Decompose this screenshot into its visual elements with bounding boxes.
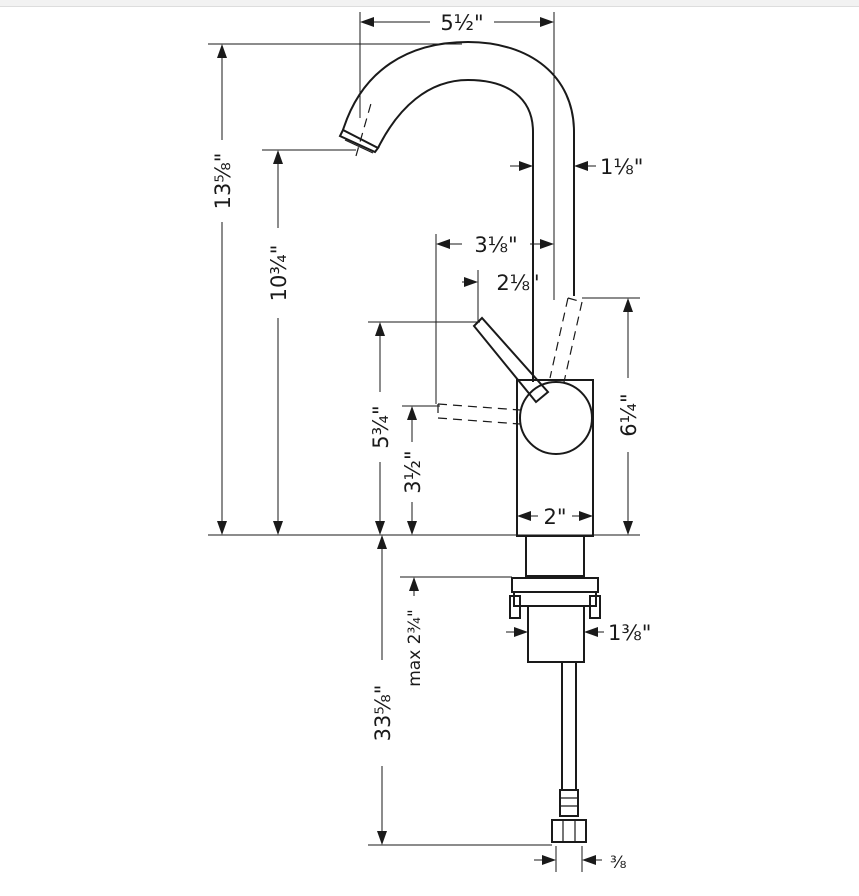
label-connection: ⅜ xyxy=(610,853,626,873)
label-shank-diameter: 1⅜" xyxy=(608,621,651,645)
label-supply-length: 33⅝" xyxy=(371,685,395,742)
label-total-height: 13⅝" xyxy=(211,153,235,210)
label-body-height: 6¼" xyxy=(617,393,641,436)
aerator xyxy=(338,128,380,154)
window-top-edge xyxy=(0,0,859,7)
hose-nut xyxy=(551,819,587,843)
label-handle-reach: 3⅛" xyxy=(474,233,517,257)
dimension-labels: 5½" 13⅝" 10¾" 1⅛" 3⅛" 2⅛" 5¾" 3½" 6¼" 2"… xyxy=(211,11,651,873)
spout-centerline xyxy=(355,99,373,157)
mounting-nut xyxy=(513,591,597,607)
label-handle-height: 5¾" xyxy=(369,405,393,448)
shank xyxy=(527,605,585,663)
lever-handle xyxy=(472,316,550,404)
label-spout-diameter: 1⅛" xyxy=(600,155,643,179)
mounting-bolt-right xyxy=(589,595,601,619)
spout-inner-curve xyxy=(377,78,534,382)
faucet-outline xyxy=(338,40,601,843)
handle-alt-position-left xyxy=(437,403,521,425)
hose-crimp xyxy=(559,789,579,817)
label-handle-offset: 2⅛" xyxy=(496,271,539,295)
handle-hub xyxy=(519,381,593,455)
label-handle-pivot-height: 3½" xyxy=(401,450,425,493)
spout-outer-curve xyxy=(342,40,575,296)
base-collar xyxy=(525,535,585,577)
extension-lines xyxy=(208,12,640,872)
label-spout-reach: 5½" xyxy=(440,11,483,35)
dimension-lines xyxy=(217,17,633,865)
label-spout-height: 10¾" xyxy=(267,245,291,302)
label-body-width: 2" xyxy=(543,505,566,529)
mounting-bolt-left xyxy=(509,595,521,619)
aerator-ring xyxy=(344,139,374,154)
handle-alt-position-up xyxy=(549,297,583,383)
mounting-flange xyxy=(511,577,599,593)
label-max-deck: max 2¾" xyxy=(405,609,425,687)
